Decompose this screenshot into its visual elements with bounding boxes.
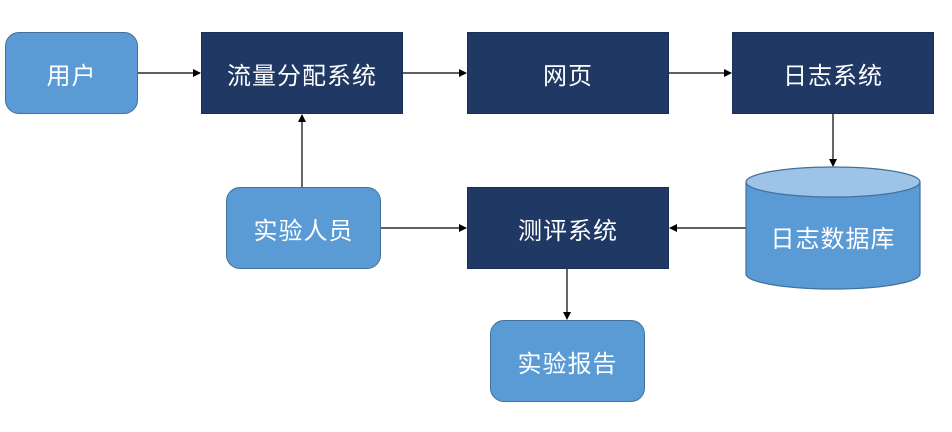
node-report-label: 实验报告 <box>517 349 618 378</box>
node-webpage-label: 网页 <box>543 61 593 90</box>
node-log-system: 日志系统 <box>732 32 934 114</box>
node-webpage: 网页 <box>467 32 669 114</box>
node-staff-label: 实验人员 <box>253 216 354 245</box>
node-user: 用户 <box>5 32 138 114</box>
node-traffic-allocation-system: 流量分配系统 <box>201 32 403 114</box>
node-log-database: 日志数据库 <box>746 196 920 276</box>
node-evaluation-label: 测评系统 <box>518 216 618 245</box>
node-evaluation-system: 测评系统 <box>467 187 669 269</box>
node-log-system-label: 日志系统 <box>783 61 883 90</box>
node-user-label: 用户 <box>46 61 97 90</box>
node-experiment-staff: 实验人员 <box>226 187 381 269</box>
node-log-database-label: 日志数据库 <box>770 224 896 253</box>
log-database-cylinder <box>745 166 921 290</box>
node-experiment-report: 实验报告 <box>490 320 645 402</box>
node-traffic-label: 流量分配系统 <box>227 61 377 90</box>
